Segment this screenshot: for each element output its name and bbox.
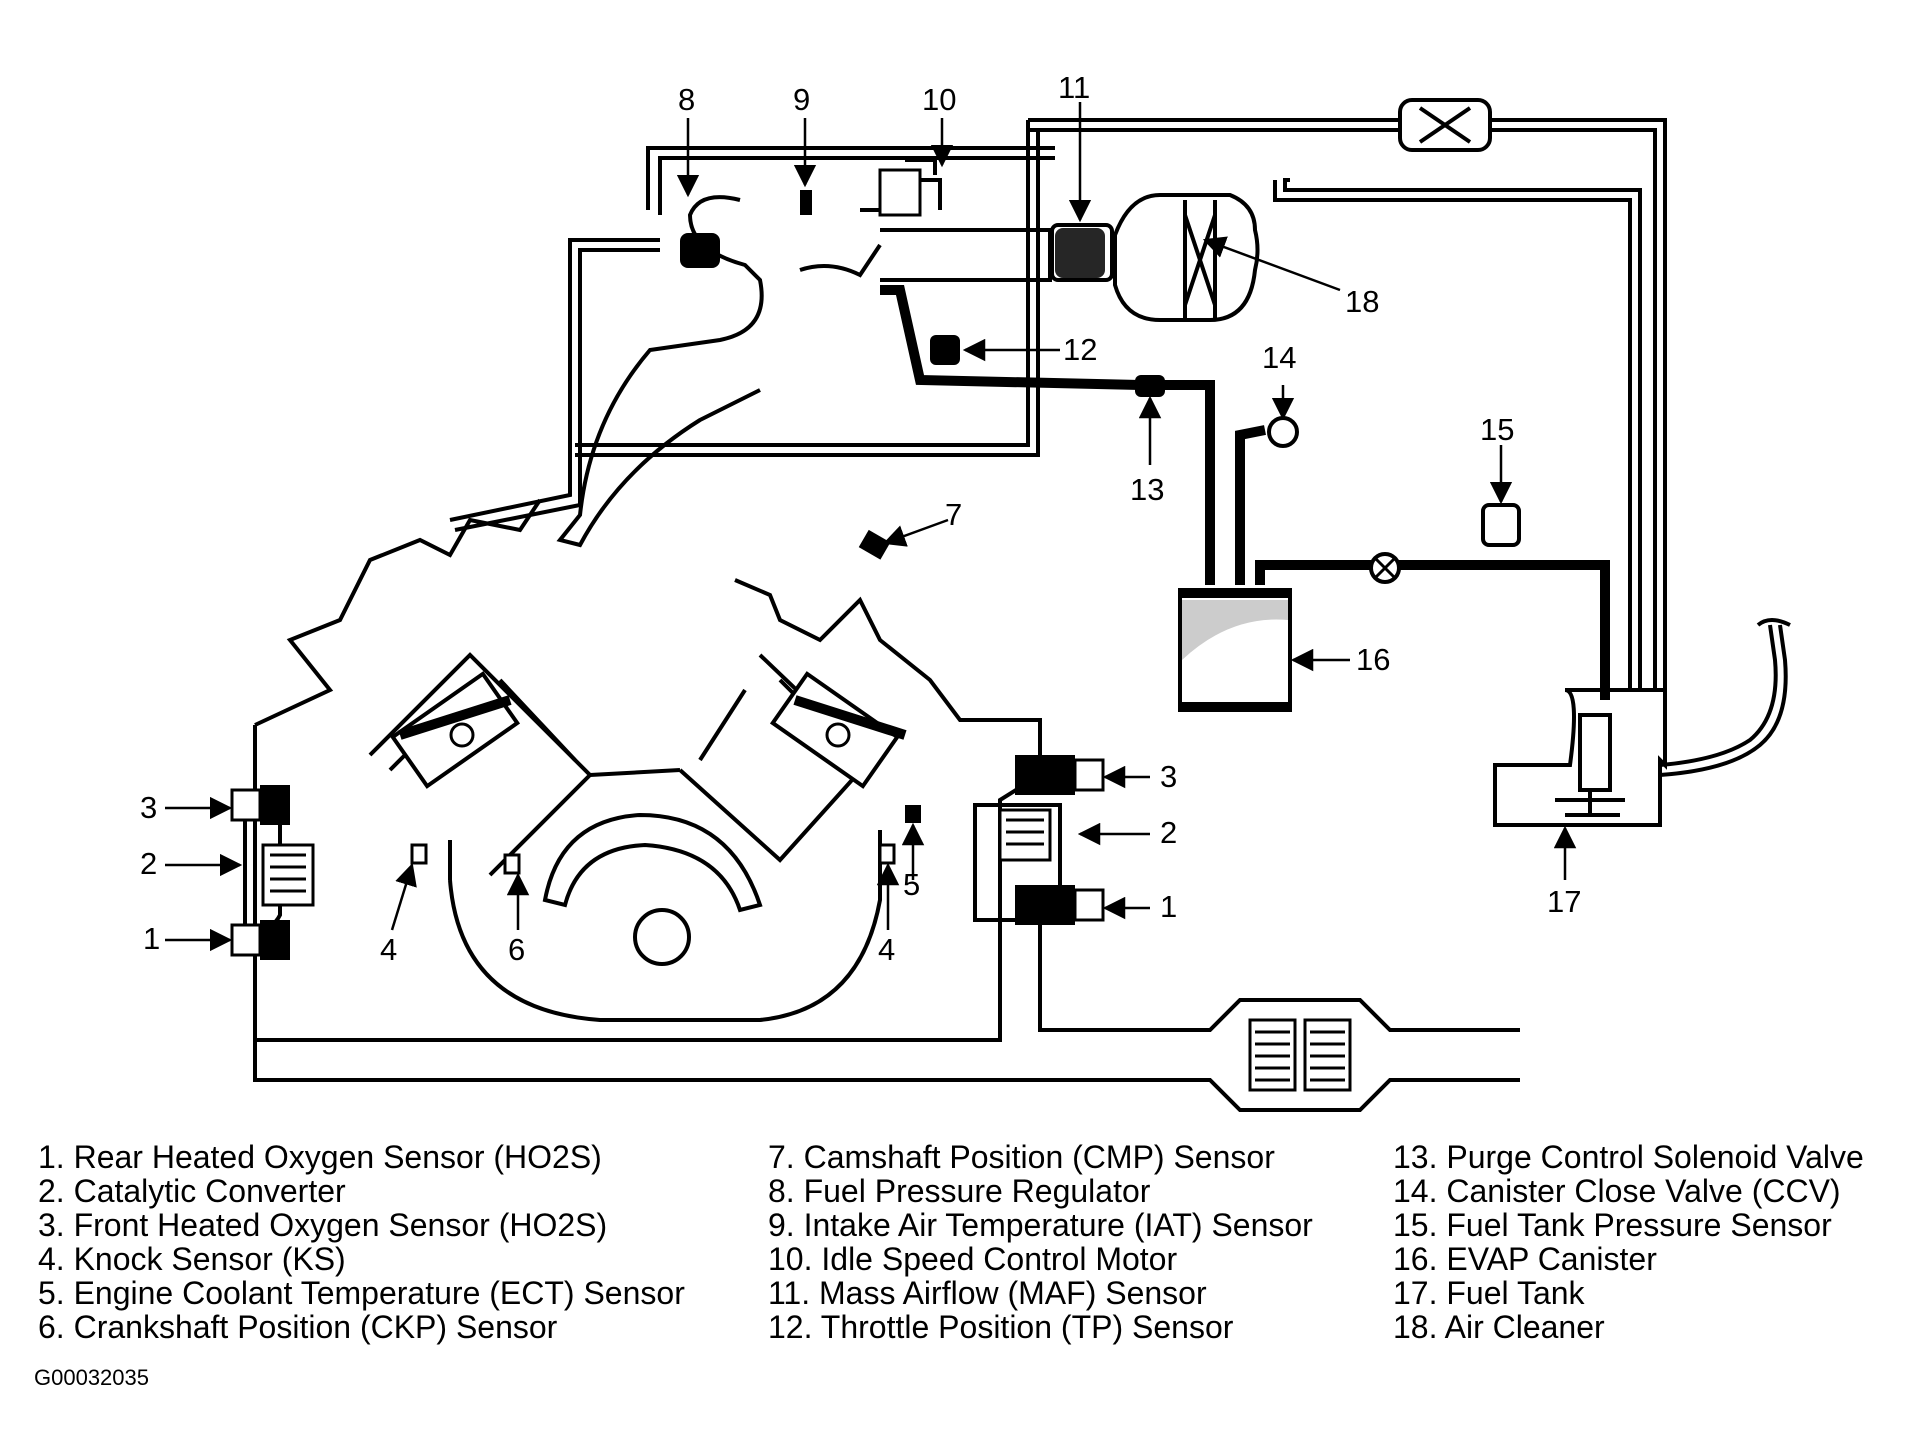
- legend-item: 16. EVAP Canister: [1393, 1241, 1657, 1277]
- callout-4-right: 4: [878, 932, 895, 967]
- legend-column-2: 7. Camshaft Position (CMP) Sensor 8. Fue…: [768, 1140, 1313, 1344]
- engine-sensors: [410, 168, 1165, 875]
- legend-item: 17. Fuel Tank: [1393, 1275, 1585, 1311]
- callout-18: 18: [1345, 284, 1379, 319]
- legend-item: 5. Engine Coolant Temperature (ECT) Sens…: [38, 1275, 685, 1311]
- callout-4-left: 4: [380, 932, 397, 967]
- catalytic-converter-lines: [261, 808, 1352, 1092]
- callout-1-right: 1: [1160, 889, 1177, 924]
- callout-6: 6: [508, 932, 525, 967]
- legend-item: 9. Intake Air Temperature (IAT) Sensor: [768, 1207, 1313, 1243]
- intake-plenum: [449, 98, 1667, 690]
- legend-item: 15. Fuel Tank Pressure Sensor: [1393, 1207, 1832, 1243]
- callout-14: 14: [1262, 340, 1296, 375]
- figure-id: G00032035: [34, 1365, 149, 1390]
- callout-16: 16: [1356, 642, 1390, 677]
- legend-item: 14. Canister Close Valve (CCV): [1393, 1173, 1841, 1209]
- legend-item: 8. Fuel Pressure Regulator: [768, 1173, 1151, 1209]
- callout-3-right: 3: [1160, 759, 1177, 794]
- callout-10: 10: [922, 82, 956, 117]
- leader-lines: [165, 102, 1577, 952]
- pistons: [389, 671, 907, 789]
- callout-labels: 1 2 3 1 2 3 4 4 6 5 7 8 9 10 11 12 13 14…: [140, 70, 1581, 967]
- fuel-tank: [1493, 618, 1791, 827]
- legend-column-3: 13. Purge Control Solenoid Valve 14. Can…: [1393, 1140, 1864, 1344]
- oxygen-sensors: [230, 755, 1105, 960]
- callout-8: 8: [678, 82, 695, 117]
- callout-5: 5: [903, 867, 920, 902]
- legend-item: 6. Crankshaft Position (CKP) Sensor: [38, 1309, 558, 1345]
- callout-12: 12: [1063, 332, 1097, 367]
- callout-3-left: 3: [140, 790, 157, 825]
- callout-2-right: 2: [1160, 815, 1177, 850]
- legend-item: 4. Knock Sensor (KS): [38, 1241, 346, 1277]
- legend-column-1: 1. Rear Heated Oxygen Sensor (HO2S) 2. C…: [38, 1140, 685, 1344]
- legend-item: 13. Purge Control Solenoid Valve: [1393, 1139, 1864, 1175]
- legend-item: 7. Camshaft Position (CMP) Sensor: [768, 1139, 1275, 1175]
- callout-9: 9: [793, 82, 810, 117]
- callout-1-left: 1: [143, 921, 160, 956]
- legend-item: 1. Rear Heated Oxygen Sensor (HO2S): [38, 1139, 602, 1175]
- legend-item: 12. Throttle Position (TP) Sensor: [768, 1309, 1234, 1345]
- callout-17: 17: [1547, 884, 1581, 919]
- crank-reluctor: [542, 812, 763, 966]
- fuel-tank-pressure-sensor: [1481, 503, 1521, 547]
- evap-canister: [1178, 588, 1292, 712]
- legend-item: 2. Catalytic Converter: [38, 1173, 346, 1209]
- callout-13: 13: [1130, 472, 1164, 507]
- purge-hose: [880, 285, 1610, 700]
- callout-7: 7: [945, 497, 962, 532]
- callout-15: 15: [1480, 412, 1514, 447]
- callout-11: 11: [1058, 70, 1090, 105]
- legend-item: 10. Idle Speed Control Motor: [768, 1241, 1178, 1277]
- engine-evap-diagram: 1 2 3 1 2 3 4 4 6 5 7 8 9 10 11 12 13 14…: [140, 70, 1791, 1112]
- callout-2-left: 2: [140, 846, 157, 881]
- ccv-valve: [1267, 416, 1299, 448]
- legend-item: 11. Mass Airflow (MAF) Sensor: [768, 1275, 1207, 1311]
- legend-item: 18. Air Cleaner: [1393, 1309, 1605, 1345]
- legend-item: 3. Front Heated Oxygen Sensor (HO2S): [38, 1207, 608, 1243]
